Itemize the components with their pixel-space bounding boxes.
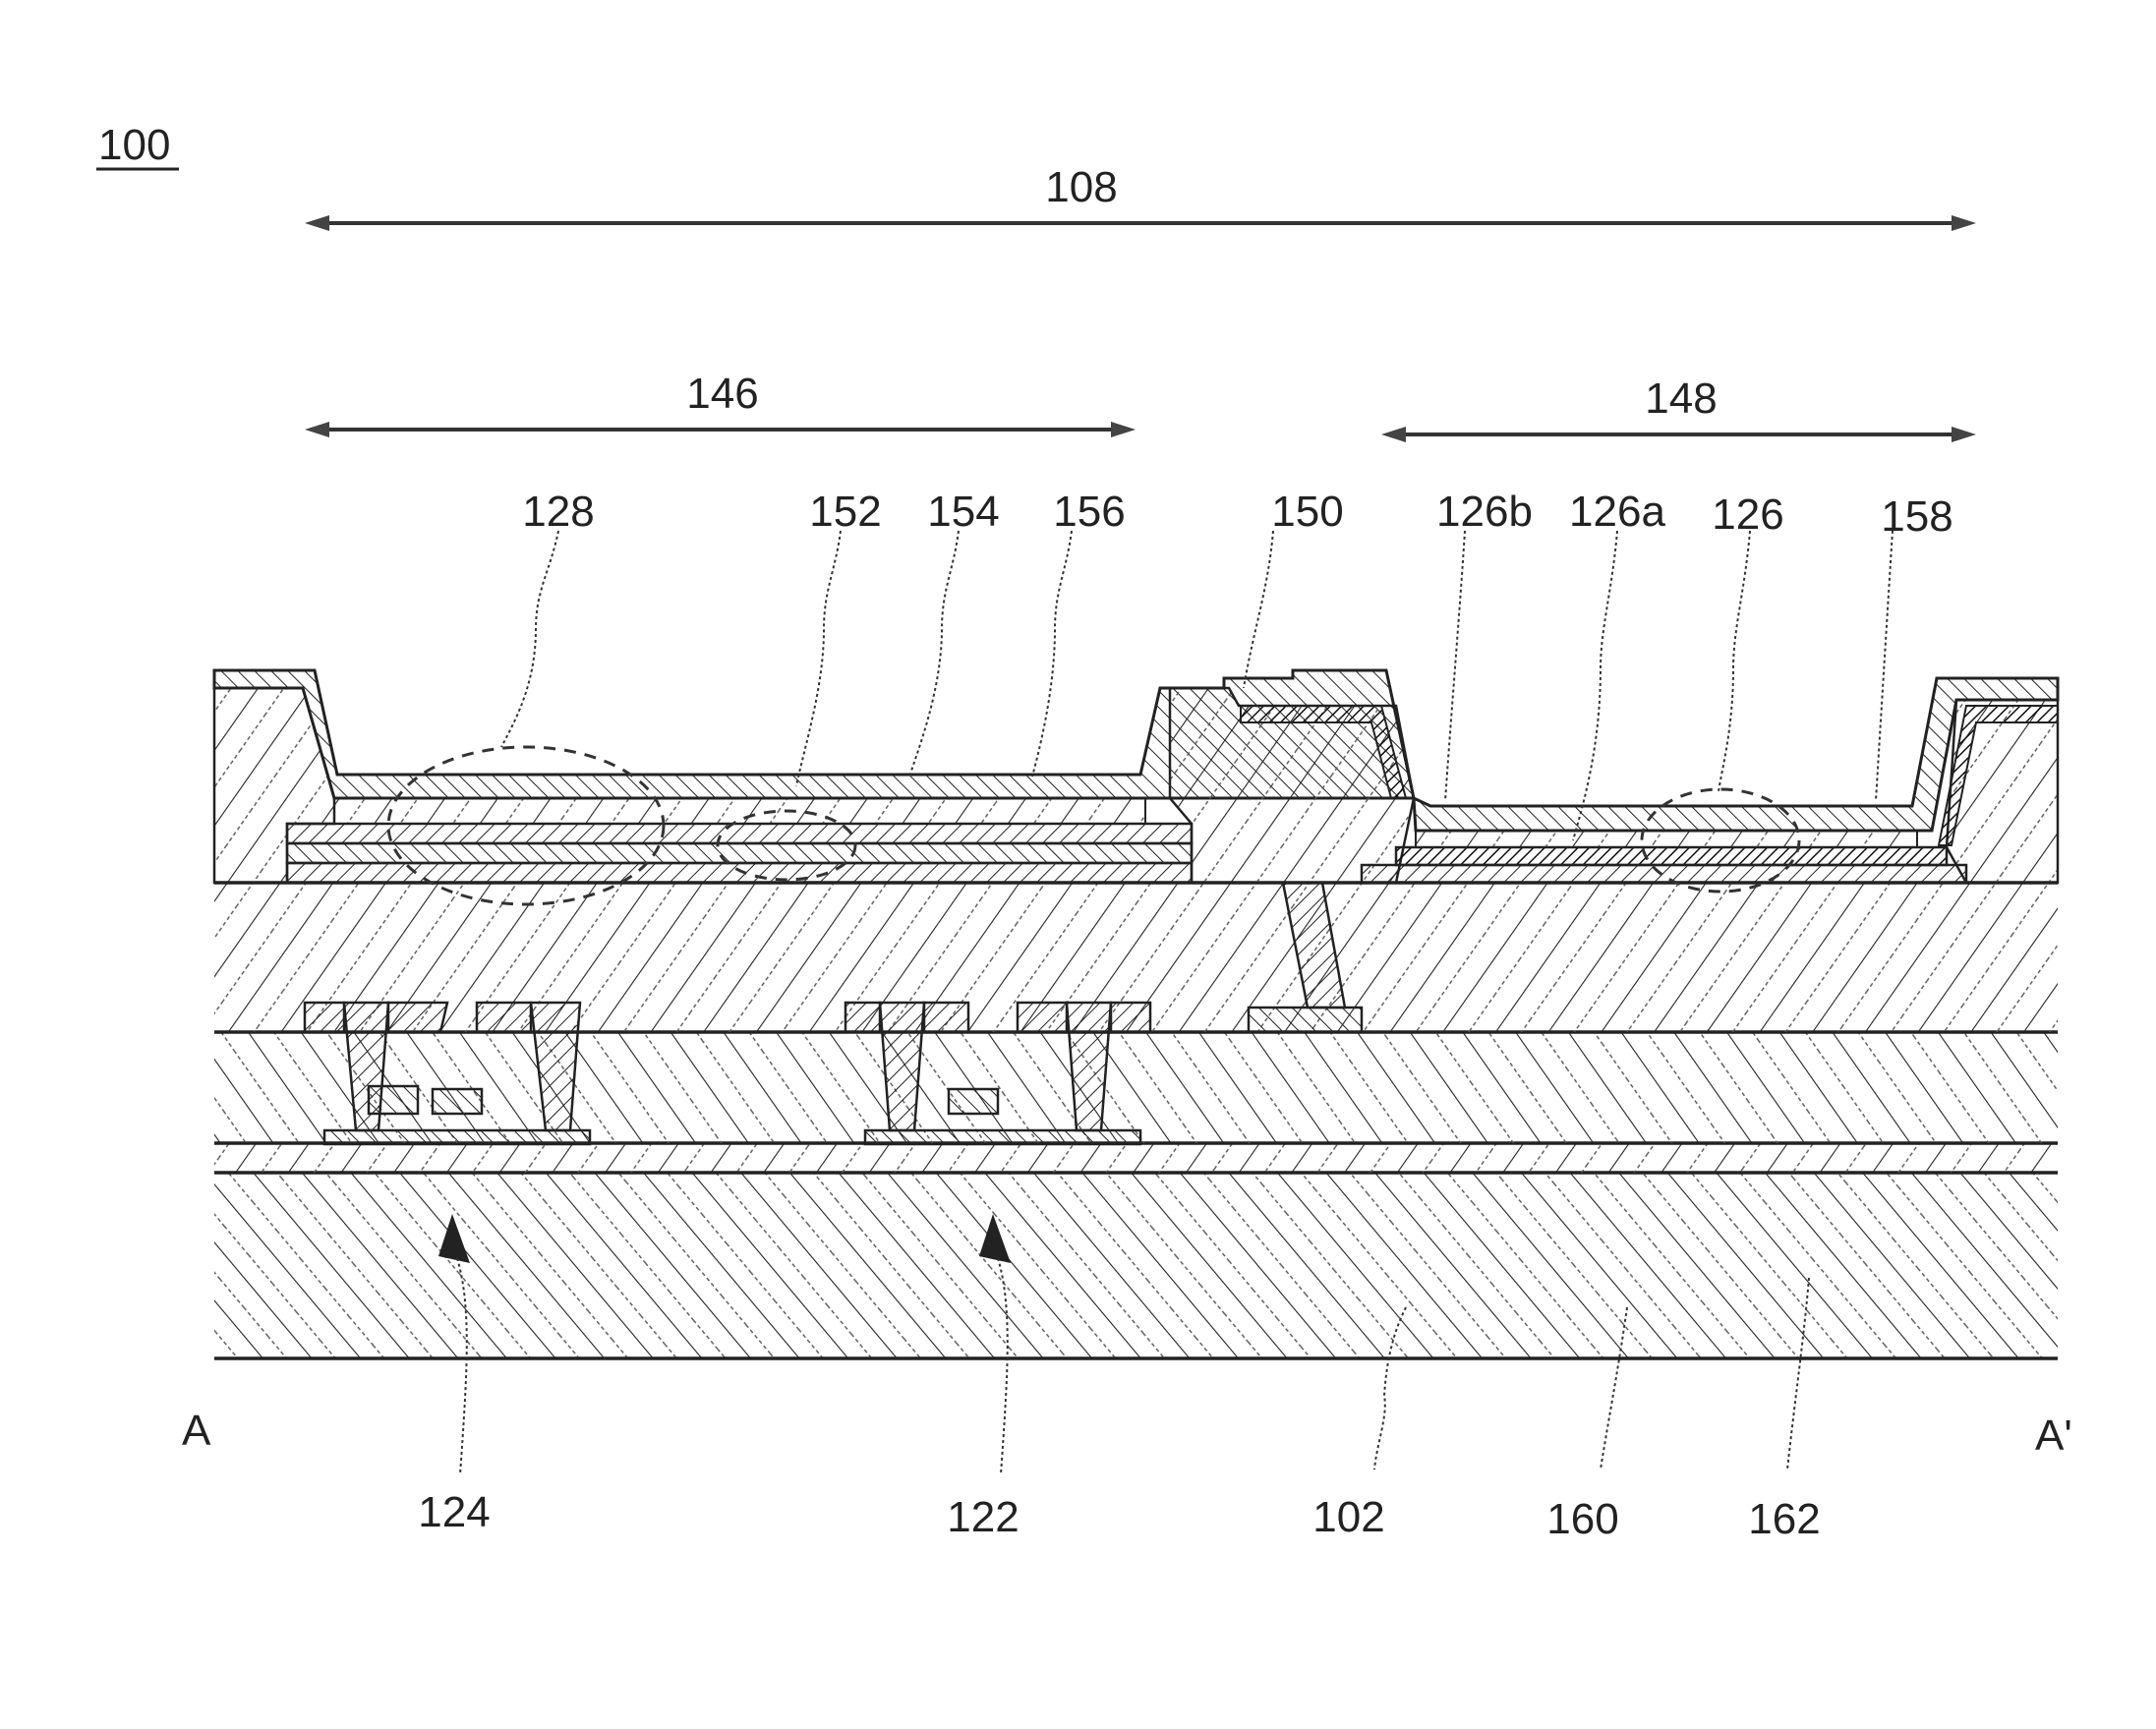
span-108-arrow: [305, 215, 1976, 231]
label-154: 154: [927, 488, 999, 536]
label-126b: 126b: [1436, 488, 1533, 536]
label-160: 160: [1546, 1495, 1618, 1543]
span-148-arrow: [1381, 427, 1976, 442]
leader-102: [1373, 1306, 1407, 1470]
transistor-124: [303, 1001, 592, 1146]
substrate-102: [214, 1173, 2058, 1358]
leader-160: [1600, 1306, 1628, 1470]
bank-right-electrode: [1937, 705, 2059, 846]
bank-150-electrode: [1240, 705, 1408, 799]
electrode-stack-128: [285, 822, 1194, 885]
arrow-marker-124: [438, 1214, 470, 1263]
span-146-label: 146: [686, 370, 758, 418]
leader-154: [908, 530, 960, 778]
contact-pad: [1247, 1006, 1364, 1034]
leader-156: [1031, 530, 1073, 778]
leader-128: [500, 530, 559, 748]
span-108-label: 108: [1045, 163, 1117, 211]
label-126a: 126a: [1569, 488, 1665, 536]
label-162: 162: [1748, 1495, 1820, 1543]
leader-152: [795, 530, 842, 787]
leader-126a: [1572, 530, 1618, 841]
label-158: 158: [1881, 492, 1952, 541]
buffer-layer: [214, 1143, 2058, 1173]
label-102: 102: [1312, 1493, 1384, 1541]
leader-126: [1718, 530, 1751, 792]
layer-152: [333, 797, 1146, 825]
transistor-122: [844, 1001, 1152, 1146]
bank-left: [212, 686, 336, 885]
leader-158: [1875, 530, 1894, 802]
span-146-arrow: [305, 422, 1136, 437]
leader-162: [1786, 1277, 1810, 1470]
label-152: 152: [809, 488, 881, 536]
leader-124: [456, 1257, 468, 1475]
insulating-layer-160: [214, 1032, 2058, 1143]
section-end-label: A': [2035, 1412, 2072, 1460]
span-148-label: 148: [1645, 375, 1717, 423]
bank-150: [1168, 686, 1416, 885]
label-126: 126: [1712, 490, 1783, 539]
section-start-label: A: [182, 1407, 211, 1455]
leader-122: [997, 1257, 1009, 1475]
label-156: 156: [1053, 488, 1125, 536]
highlight-small: [716, 809, 857, 882]
encapsulation-layer-158: [1412, 676, 2060, 833]
highlight-128: [386, 745, 666, 906]
leader-150: [1243, 530, 1274, 689]
label-128: 128: [522, 488, 594, 536]
highlight-126: [1640, 787, 1801, 893]
electrode-126: [1360, 830, 1968, 885]
figure-reference: 100: [98, 121, 170, 169]
label-150: 150: [1271, 488, 1343, 536]
arrow-marker-122: [979, 1214, 1011, 1263]
label-124: 124: [418, 1488, 490, 1536]
label-122: 122: [947, 1493, 1019, 1541]
leader-126b: [1444, 530, 1466, 802]
